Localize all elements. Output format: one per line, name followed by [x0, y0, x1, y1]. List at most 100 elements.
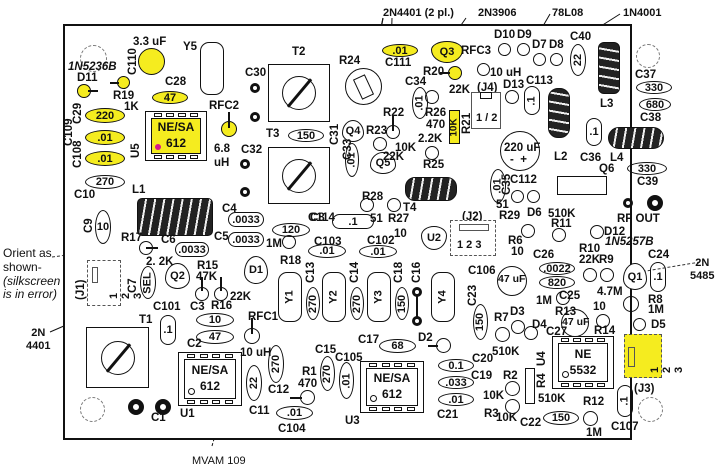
t4-transformer	[405, 177, 457, 201]
c29-cap: 220	[85, 108, 125, 123]
c102-cap: .01	[359, 245, 397, 258]
c101-ref: C101	[153, 301, 181, 313]
u5-part-line2: 612	[165, 136, 187, 150]
u4-part-line2: 5532	[569, 362, 597, 377]
r15-value: 47K	[196, 271, 218, 283]
r1-value: 470	[298, 378, 318, 390]
c220uf-value: 220 uF	[504, 142, 541, 154]
c12-cap: 270	[268, 345, 284, 383]
j3-pins: 1 2 3	[649, 366, 685, 373]
r27-resistor	[387, 198, 401, 212]
r15-lead	[201, 277, 203, 291]
j2-connector[interactable]: 1 2 3	[450, 220, 496, 256]
c37-ref: C37	[635, 69, 657, 81]
c18-ref: C18	[393, 261, 405, 283]
r22-value: 10K	[395, 142, 417, 154]
r8-resistor	[623, 296, 639, 312]
d2-lead	[428, 345, 438, 347]
y4-label: Y4	[437, 290, 449, 304]
c33-value: .01	[346, 152, 359, 168]
r20-value: 22K	[449, 84, 471, 96]
c11-cap: 22	[246, 365, 262, 401]
c16-pad	[412, 287, 422, 297]
r8-value: 1M	[648, 304, 664, 316]
q1-transistor: Q1	[623, 263, 647, 290]
callout-q1-line: 2N	[695, 257, 710, 269]
c7-value: SEL	[142, 271, 154, 294]
c110-value: 3.3 uF	[133, 36, 167, 48]
u5-ref: U5	[130, 143, 142, 158]
r6-value: 10	[511, 246, 524, 258]
y2-crystal: Y2	[322, 272, 346, 322]
c40-value: 22	[572, 53, 584, 67]
c36-cap: .1	[586, 118, 602, 146]
c26-cap: .0022	[539, 262, 575, 275]
t1-transformer[interactable]	[86, 327, 149, 388]
r14-resistor	[596, 314, 610, 328]
u4-part-line1: NE	[574, 346, 592, 361]
r1-lead	[290, 397, 302, 399]
rf-out-label: RF OUT	[617, 213, 660, 225]
t3-transformer[interactable]	[268, 147, 330, 204]
r21-resistor: 10K	[449, 110, 460, 144]
c9-cap: 10	[95, 210, 111, 244]
l3-inductor	[598, 42, 620, 94]
r19-lead	[110, 82, 119, 84]
d7-diode	[533, 53, 546, 66]
r13-value: 1M	[536, 295, 552, 307]
r19-ref: R19	[113, 90, 135, 102]
mount-hole-outline	[80, 397, 105, 422]
j1-ref: (J1)	[75, 279, 87, 300]
rfc1-value: 10 uH	[240, 347, 272, 359]
c21-ref: C21	[437, 409, 459, 421]
j2-pins: 1 2 3	[457, 239, 482, 251]
q5-transistor: Q5	[370, 152, 396, 174]
r3-value: 10K	[496, 412, 518, 424]
r26-value: 470	[426, 119, 446, 131]
r27-ref: R27	[388, 213, 410, 225]
r4-ref: R4	[536, 373, 548, 388]
r15-ref: R15	[197, 260, 219, 272]
t2-adjust-slot[interactable]	[282, 76, 316, 110]
rf-out-ground-pad[interactable]	[647, 195, 663, 211]
q2-transistor: Q2	[165, 263, 190, 289]
c15-value: 270	[321, 364, 334, 383]
j4-connector[interactable]: 1 / 2	[471, 92, 501, 129]
c1-ref: C1	[151, 412, 166, 424]
rfc1-lead	[251, 318, 253, 334]
r13-resistor	[556, 291, 570, 305]
rf-out-pad[interactable]	[623, 198, 633, 208]
c4-ref: C4	[222, 203, 237, 215]
c24-cap: .1	[650, 262, 666, 292]
c33-cap: .01	[345, 143, 359, 177]
r2-value: 10K	[483, 390, 505, 402]
u1-ref: U1	[180, 408, 195, 420]
r20-lead	[440, 72, 450, 74]
c14-cap: 270	[350, 287, 364, 320]
r16-ref: R16	[211, 300, 233, 312]
d4-diode	[524, 326, 538, 340]
r9-resistor	[600, 268, 614, 282]
t3-adjust-slot[interactable]	[282, 158, 316, 193]
c2-ref: C2	[187, 338, 202, 350]
t1-adjust-slot[interactable]	[100, 340, 135, 375]
j3-connector[interactable]: 1 2 3	[624, 334, 685, 378]
c3-cap: 10	[196, 313, 234, 327]
j1-connector[interactable]: 1 2 3	[87, 260, 144, 306]
zener-right-label: 1N5257B	[605, 236, 654, 248]
t2-transformer[interactable]	[268, 64, 330, 122]
l4-label: L4	[610, 152, 624, 164]
c102-ref: C102	[367, 235, 395, 247]
r12-value: 1M	[586, 427, 602, 439]
r24-potentiometer[interactable]	[345, 68, 382, 105]
j3-ref: (J3)	[634, 383, 655, 395]
c2-cap: 47	[196, 330, 234, 344]
q3-transistor: Q3	[431, 41, 463, 63]
d5-diode	[633, 318, 646, 331]
c30-ref: C30	[245, 67, 267, 79]
callout-q2: 2N 4401	[26, 327, 50, 352]
callout-q2-line: 2N	[31, 327, 46, 339]
rfc2-lead	[228, 112, 230, 128]
c18-value: 150	[396, 294, 409, 313]
r25-value: 2.2K	[418, 133, 443, 145]
